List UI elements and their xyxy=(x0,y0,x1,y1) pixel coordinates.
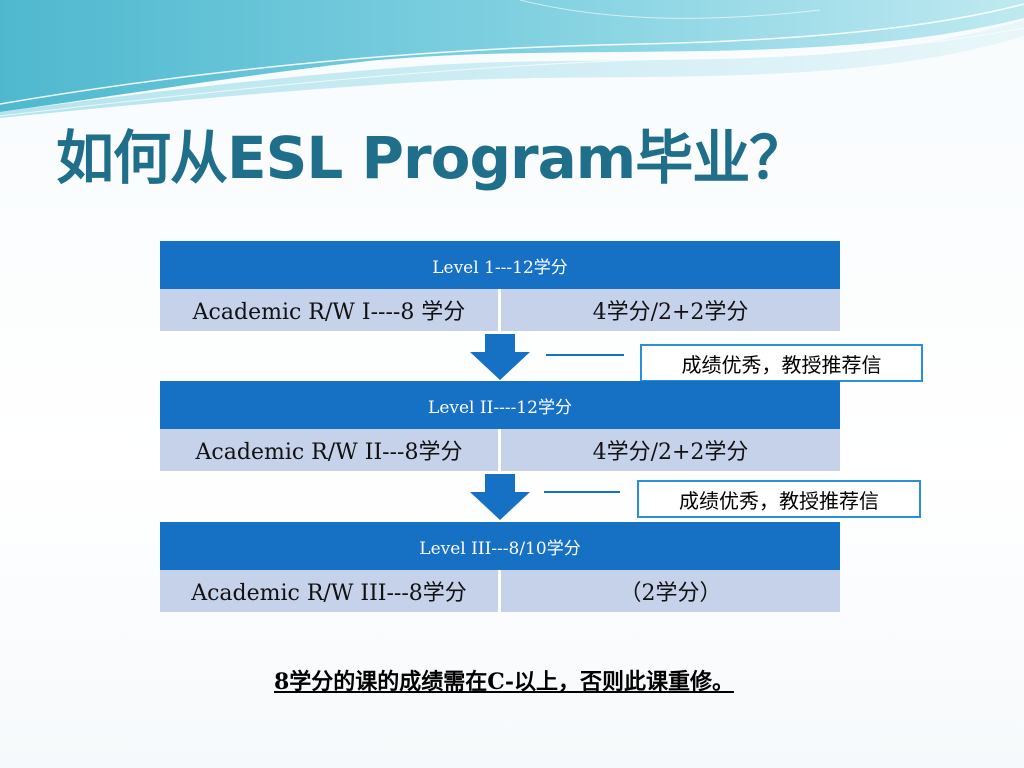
callout-1: 成绩优秀，教授推荐信 xyxy=(640,344,923,382)
callout-connector-2 xyxy=(544,491,620,493)
footnote: 8学分的课的成绩需在C-以上，否则此课重修。 xyxy=(274,669,734,695)
down-arrow-icon xyxy=(470,474,530,520)
level-1-header: Level 1---12学分 xyxy=(160,241,840,289)
level-3-credits: （2学分） xyxy=(501,570,840,612)
page-title: 如何从ESL Program毕业？ xyxy=(56,124,807,192)
level-1-row: Academic R/W I----8 学分 4学分/2+2学分 xyxy=(160,289,840,331)
callout-2: 成绩优秀，教授推荐信 xyxy=(637,480,921,518)
level-1-credits: 4学分/2+2学分 xyxy=(501,289,840,331)
level-2-row: Academic R/W II---8学分 4学分/2+2学分 xyxy=(160,429,840,471)
level-2-credits: 4学分/2+2学分 xyxy=(501,429,840,471)
header-wave-decoration xyxy=(0,0,1024,118)
callout-connector-1 xyxy=(546,354,624,356)
level-3-course: Academic R/W III---8学分 xyxy=(160,570,498,612)
level-2-header: Level II----12学分 xyxy=(160,381,840,429)
down-arrow-icon xyxy=(470,334,530,380)
level-1-course: Academic R/W I----8 学分 xyxy=(160,289,498,331)
level-3-header: Level III---8/10学分 xyxy=(160,522,840,570)
level-3-row: Academic R/W III---8学分 （2学分） xyxy=(160,570,840,612)
level-2-course: Academic R/W II---8学分 xyxy=(160,429,498,471)
